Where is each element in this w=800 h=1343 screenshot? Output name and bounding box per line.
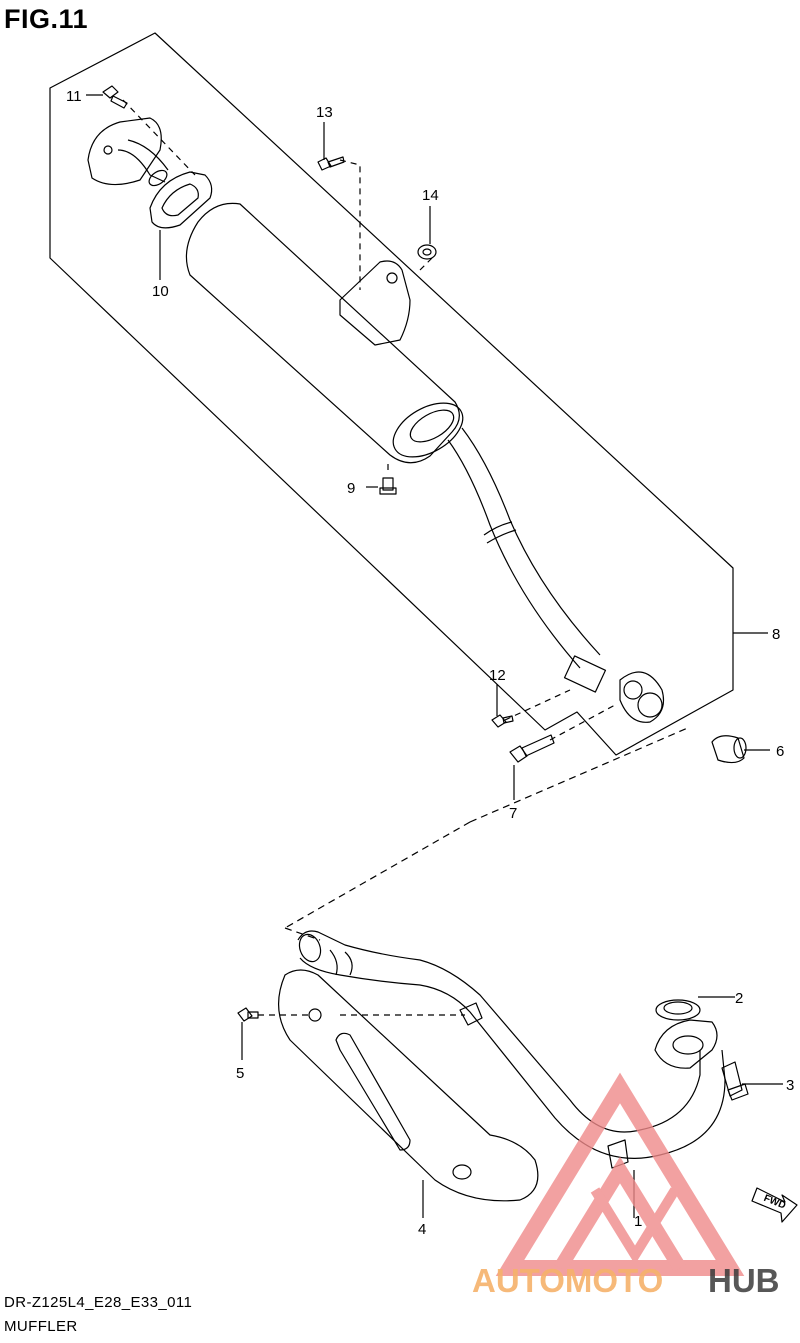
figure-title: FIG.11	[4, 4, 89, 34]
diagram-name: MUFFLER	[4, 1318, 78, 1335]
bolt-3	[721, 1061, 749, 1101]
callout-7: 7	[509, 805, 517, 822]
callout-4: 4	[418, 1221, 426, 1238]
muffler-assembly-outline	[49, 32, 734, 756]
watermark-text-secondary: HUB	[708, 1262, 780, 1299]
callout-11: 11	[66, 88, 82, 105]
bolt-13	[317, 156, 345, 171]
muffler-body	[185, 202, 601, 669]
callout-12: 12	[489, 667, 506, 684]
callout-14: 14	[422, 187, 439, 204]
pipe-bracket-tab	[459, 1002, 483, 1026]
callout-2: 2	[735, 990, 743, 1007]
diagram-code: DR-Z125L4_E28_E33_011	[4, 1294, 193, 1311]
tail-clamp	[563, 655, 665, 723]
fwd-arrow-icon	[751, 1187, 798, 1223]
callout-13: 13	[316, 104, 333, 121]
watermark-text-primary: AUTOMOTO	[472, 1262, 663, 1299]
callout-9: 9	[347, 480, 355, 497]
exhaust-pipe	[297, 930, 726, 1159]
bolt-5	[237, 1007, 259, 1022]
callout-1: 1	[634, 1213, 642, 1230]
exhaust-flange	[654, 1019, 718, 1069]
callout-8: 8	[772, 626, 780, 643]
callout-3: 3	[786, 1077, 794, 1094]
callout-leaders	[86, 94, 783, 1218]
gasket	[149, 171, 213, 229]
bolt-12	[491, 714, 514, 728]
leader-dashes-upper	[122, 99, 616, 741]
exhaust-gasket	[655, 999, 701, 1021]
grommet-6	[711, 735, 747, 764]
pipe-lower-tab	[607, 1139, 629, 1169]
callout-6: 6	[776, 743, 784, 760]
bolt-11	[102, 85, 128, 109]
exhaust-pipe-link-outline	[284, 726, 691, 941]
bolt-7	[509, 734, 555, 763]
heat-shield	[277, 969, 539, 1202]
callout-10: 10	[152, 283, 169, 300]
inlet-flange	[87, 117, 169, 187]
muffler-bracket	[339, 260, 411, 346]
callout-5: 5	[236, 1065, 244, 1082]
bolt-9	[379, 477, 397, 495]
watermark-logo	[495, 1072, 745, 1276]
washer-14	[417, 244, 437, 260]
